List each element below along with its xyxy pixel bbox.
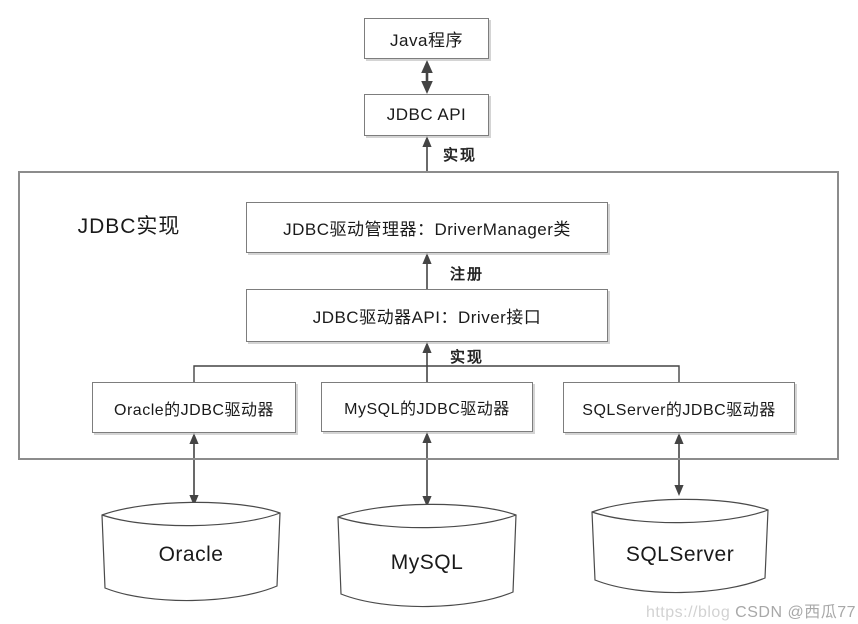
mysql-db-cylinder [337, 503, 517, 608]
watermark-url-prefix: https://blog [645, 604, 731, 621]
arrow-drivers-implement [193, 342, 680, 382]
driver-manager-label: JDBC驱动管理器：DriverManager类 [283, 220, 571, 239]
mysql-driver-label: MySQL的JDBC驱动器 [344, 401, 510, 418]
oracle-db-cylinder [101, 501, 281, 602]
arrow-impl-to-jdbcapi [422, 136, 432, 171]
driver-api-label: JDBC驱动器API：Driver接口 [312, 308, 542, 327]
arrow-oracle-driver-db [189, 433, 199, 506]
arrow-mysql-driver-db [422, 432, 432, 507]
oracle-driver-box: Oracle的JDBC驱动器 [92, 382, 296, 433]
oracle-db-label: Oracle [158, 543, 224, 566]
java-program-label: Java程序 [390, 31, 463, 50]
sqlserver-db-cylinder [591, 498, 769, 594]
sqlserver-driver-box: SQLServer的JDBC驱动器 [563, 382, 795, 433]
arrow-sqlserver-driver-db [674, 433, 684, 496]
oracle-driver-label: Oracle的JDBC驱动器 [114, 401, 274, 419]
driver-api-box: JDBC驱动器API：Driver接口 [246, 289, 608, 342]
register-label: 注册 [450, 266, 485, 283]
implement-top-label: 实现 [443, 147, 478, 164]
sqlserver-db-label: SQLServer [625, 543, 735, 566]
arrow-register [422, 253, 432, 289]
jdbc-impl-container [18, 171, 839, 460]
arrow-java-jdbcapi [421, 60, 433, 94]
mysql-driver-box: MySQL的JDBC驱动器 [321, 382, 533, 432]
mysql-db-label: MySQL [390, 551, 464, 574]
java-program-box: Java程序 [364, 18, 489, 59]
driver-manager-box: JDBC驱动管理器：DriverManager类 [246, 202, 608, 253]
jdbc-impl-title: JDBC实现 [77, 215, 181, 238]
csdn-watermark: https://blog CSDN @西瓜77 [646, 598, 856, 622]
jdbc-api-label: JDBC API [386, 105, 467, 124]
implement-mid-label: 实现 [450, 349, 485, 366]
jdbc-api-box: JDBC API [364, 94, 489, 136]
watermark-text: CSDN @西瓜77 [735, 604, 856, 621]
sqlserver-driver-label: SQLServer的JDBC驱动器 [582, 401, 776, 419]
